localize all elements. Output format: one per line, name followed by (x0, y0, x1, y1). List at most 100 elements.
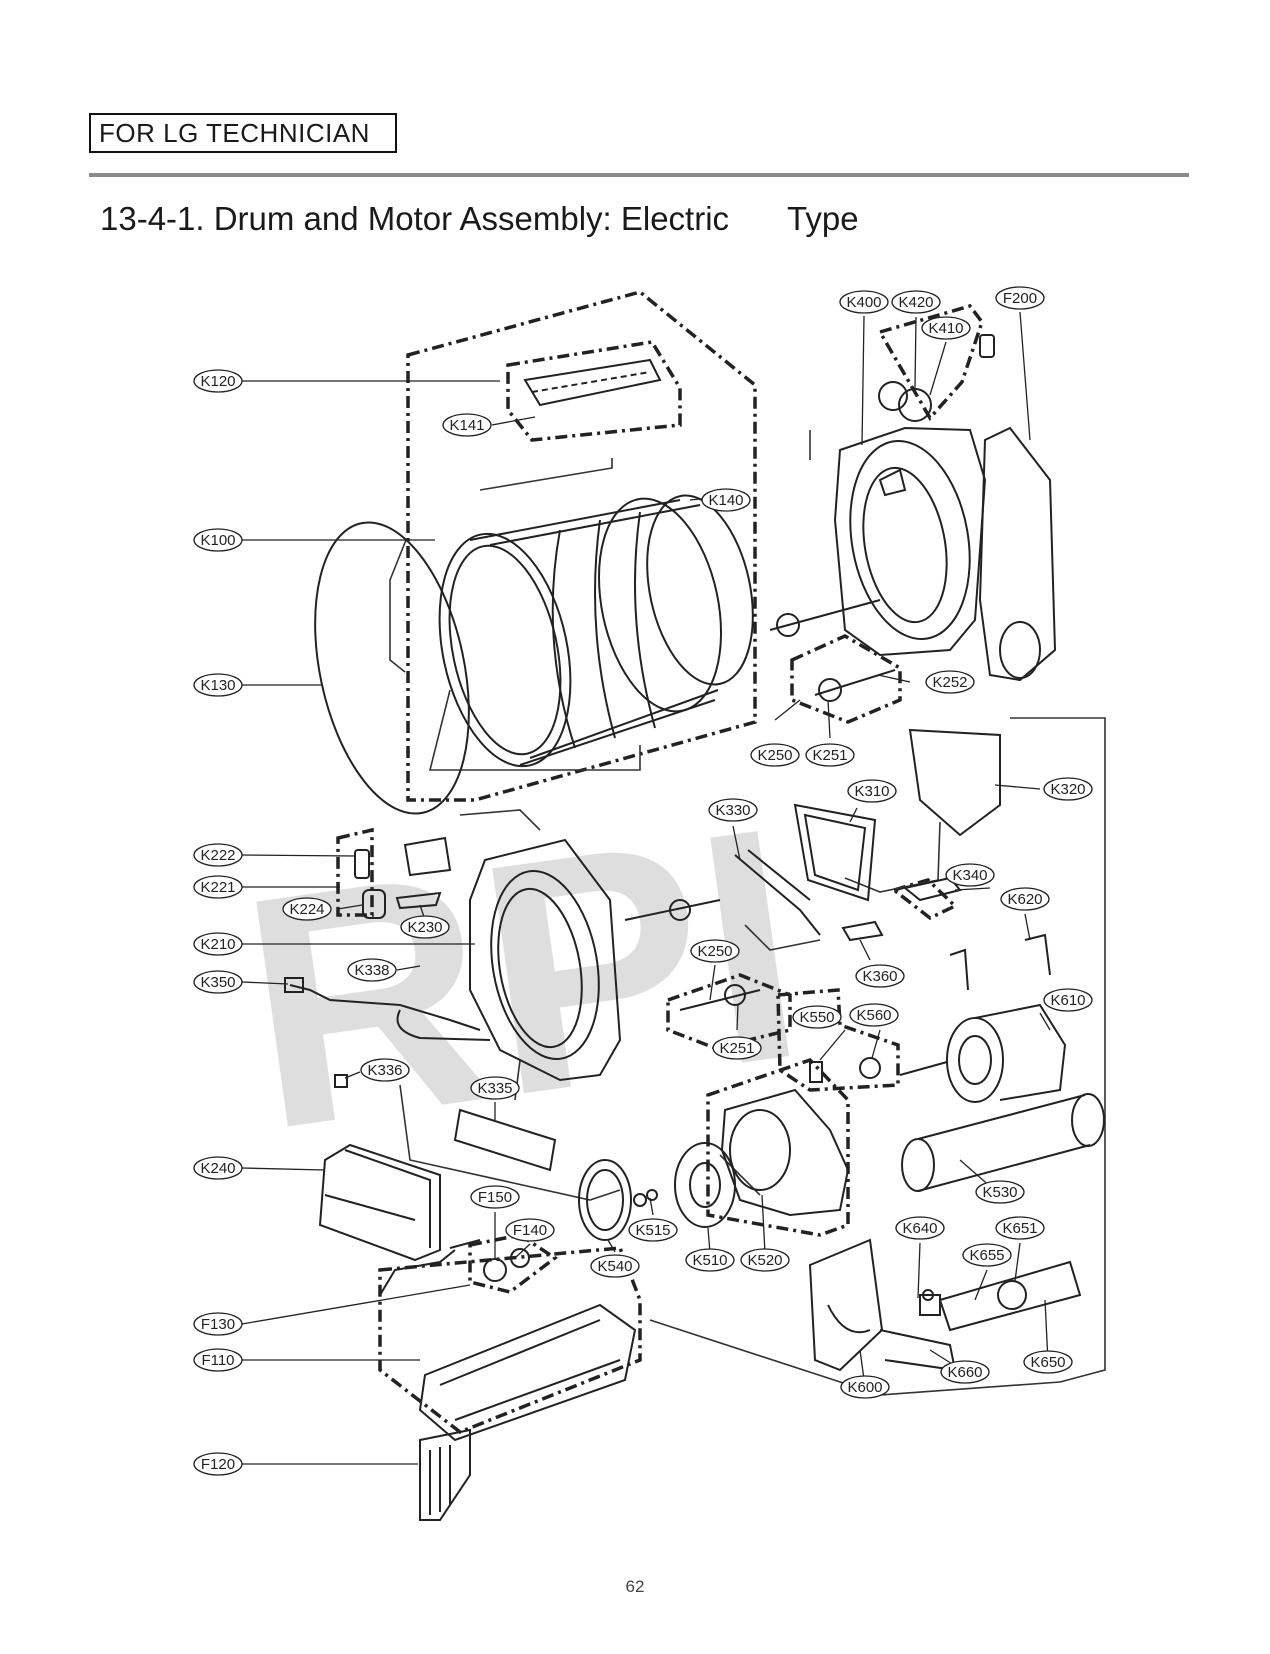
part-label-text: K140 (708, 492, 743, 509)
part-label: K651 (995, 1216, 1045, 1240)
part-label: K660 (940, 1360, 990, 1384)
leader-lines (241, 311, 1051, 1465)
part-label-text: K130 (200, 677, 235, 694)
part-label-text: K251 (719, 1040, 754, 1057)
part-label: K330 (708, 798, 758, 822)
part-label-text: F200 (1003, 290, 1037, 307)
part-label: K140 (701, 488, 751, 512)
part-label-text: K141 (449, 417, 484, 434)
part-label-text: K651 (1002, 1220, 1037, 1237)
motor-shaft-tube (901, 1093, 1105, 1192)
part-label: F120 (193, 1452, 243, 1476)
drum-lifter (523, 358, 662, 407)
part-label-text: F140 (513, 1222, 547, 1239)
part-label-text: K252 (932, 674, 967, 691)
part-label-text: K120 (200, 373, 235, 390)
part-label-text: K600 (847, 1379, 882, 1396)
part-label: K610 (1043, 988, 1093, 1012)
idler-bracket (938, 1260, 1082, 1332)
part-label: K251 (805, 743, 855, 767)
part-label-text: K640 (902, 1220, 937, 1237)
motor-mount (808, 1238, 884, 1372)
heater-housing (418, 1303, 637, 1442)
bearing-upper (776, 613, 800, 637)
part-label: F150 (470, 1185, 520, 1209)
part-label: K320 (1043, 777, 1093, 801)
drum (438, 494, 754, 768)
part-label: K224 (282, 897, 332, 921)
part-label: K336 (360, 1058, 410, 1082)
part-label-text: K520 (747, 1252, 782, 1269)
part-label: K310 (847, 779, 897, 803)
part-label-text: F150 (478, 1189, 512, 1206)
filter-guide (908, 728, 1001, 837)
part-label: K350 (193, 970, 243, 994)
part-label: K141 (442, 413, 492, 437)
part-label-text: K210 (200, 936, 235, 953)
part-label: K420 (891, 290, 941, 314)
part-label-text: K250 (697, 943, 732, 960)
part-label-text: K338 (354, 962, 389, 979)
part-label-text: K336 (367, 1062, 402, 1079)
technician-badge-text: FOR LG TECHNICIAN (99, 118, 370, 148)
part-label-text: K560 (856, 1007, 891, 1024)
part-label-text: K400 (846, 294, 881, 311)
part-label: K650 (1023, 1350, 1073, 1374)
front-bulkhead (469, 838, 622, 1082)
page-title-main: 13-4-1. Drum and Motor Assembly: Electri… (100, 200, 730, 237)
part-label-text: K420 (898, 294, 933, 311)
part-label: K210 (193, 932, 243, 956)
part-label: F130 (193, 1312, 243, 1336)
front-duct (318, 1143, 441, 1262)
watermark-text: RPI (224, 757, 820, 1199)
part-label-text: K221 (200, 879, 235, 896)
part-label-text: K340 (952, 867, 987, 884)
part-label: K251 (712, 1036, 762, 1060)
part-label: K250 (690, 939, 740, 963)
part-label-text: K250 (757, 747, 792, 764)
part-label-text: K350 (200, 974, 235, 991)
technician-badge: FOR LG TECHNICIAN (89, 113, 397, 153)
part-label-text: K230 (407, 919, 442, 936)
part-label-text: K655 (969, 1247, 1004, 1264)
part-label-text: K650 (1030, 1354, 1065, 1371)
part-label-text: K320 (1050, 781, 1085, 798)
part-label: K252 (925, 670, 975, 694)
motor (899, 933, 1067, 1103)
part-label: K250 (750, 743, 800, 767)
rear-duct (978, 426, 1057, 682)
blower-housing (720, 1088, 850, 1217)
part-label-text: K530 (982, 1184, 1017, 1201)
part-label-text: K510 (692, 1252, 727, 1269)
page-number: 62 (625, 1577, 645, 1596)
part-label: K600 (840, 1375, 890, 1399)
part-label: K560 (849, 1003, 899, 1027)
part-label-text: K224 (289, 901, 324, 918)
part-label: K640 (895, 1216, 945, 1240)
part-label-text: K240 (200, 1160, 235, 1177)
part-label: K520 (740, 1248, 790, 1272)
part-label: K540 (590, 1254, 640, 1278)
part-label: K120 (193, 369, 243, 393)
part-label: K530 (975, 1180, 1025, 1204)
part-label: K340 (945, 863, 995, 887)
part-label-text: K410 (928, 320, 963, 337)
blower-seal (578, 1159, 632, 1241)
part-label: K550 (792, 1005, 842, 1029)
part-label: K655 (962, 1243, 1012, 1267)
part-label: K620 (1000, 887, 1050, 911)
part-label: K221 (193, 875, 243, 899)
part-label-text: F110 (201, 1352, 234, 1369)
part-label: K510 (685, 1248, 735, 1272)
part-label: K240 (193, 1156, 243, 1180)
part-label-text: K540 (597, 1258, 632, 1275)
part-label: F140 (505, 1218, 555, 1242)
component-drawings (284, 334, 1105, 1521)
part-label-text: K330 (715, 802, 750, 819)
part-label: K338 (347, 958, 397, 982)
part-label: K335 (470, 1076, 520, 1100)
part-labels: K120 K141 K140 K100 K130 K400 K420 K410 … (193, 286, 1093, 1476)
part-label-text: F130 (201, 1316, 235, 1333)
part-label: K230 (400, 915, 450, 939)
